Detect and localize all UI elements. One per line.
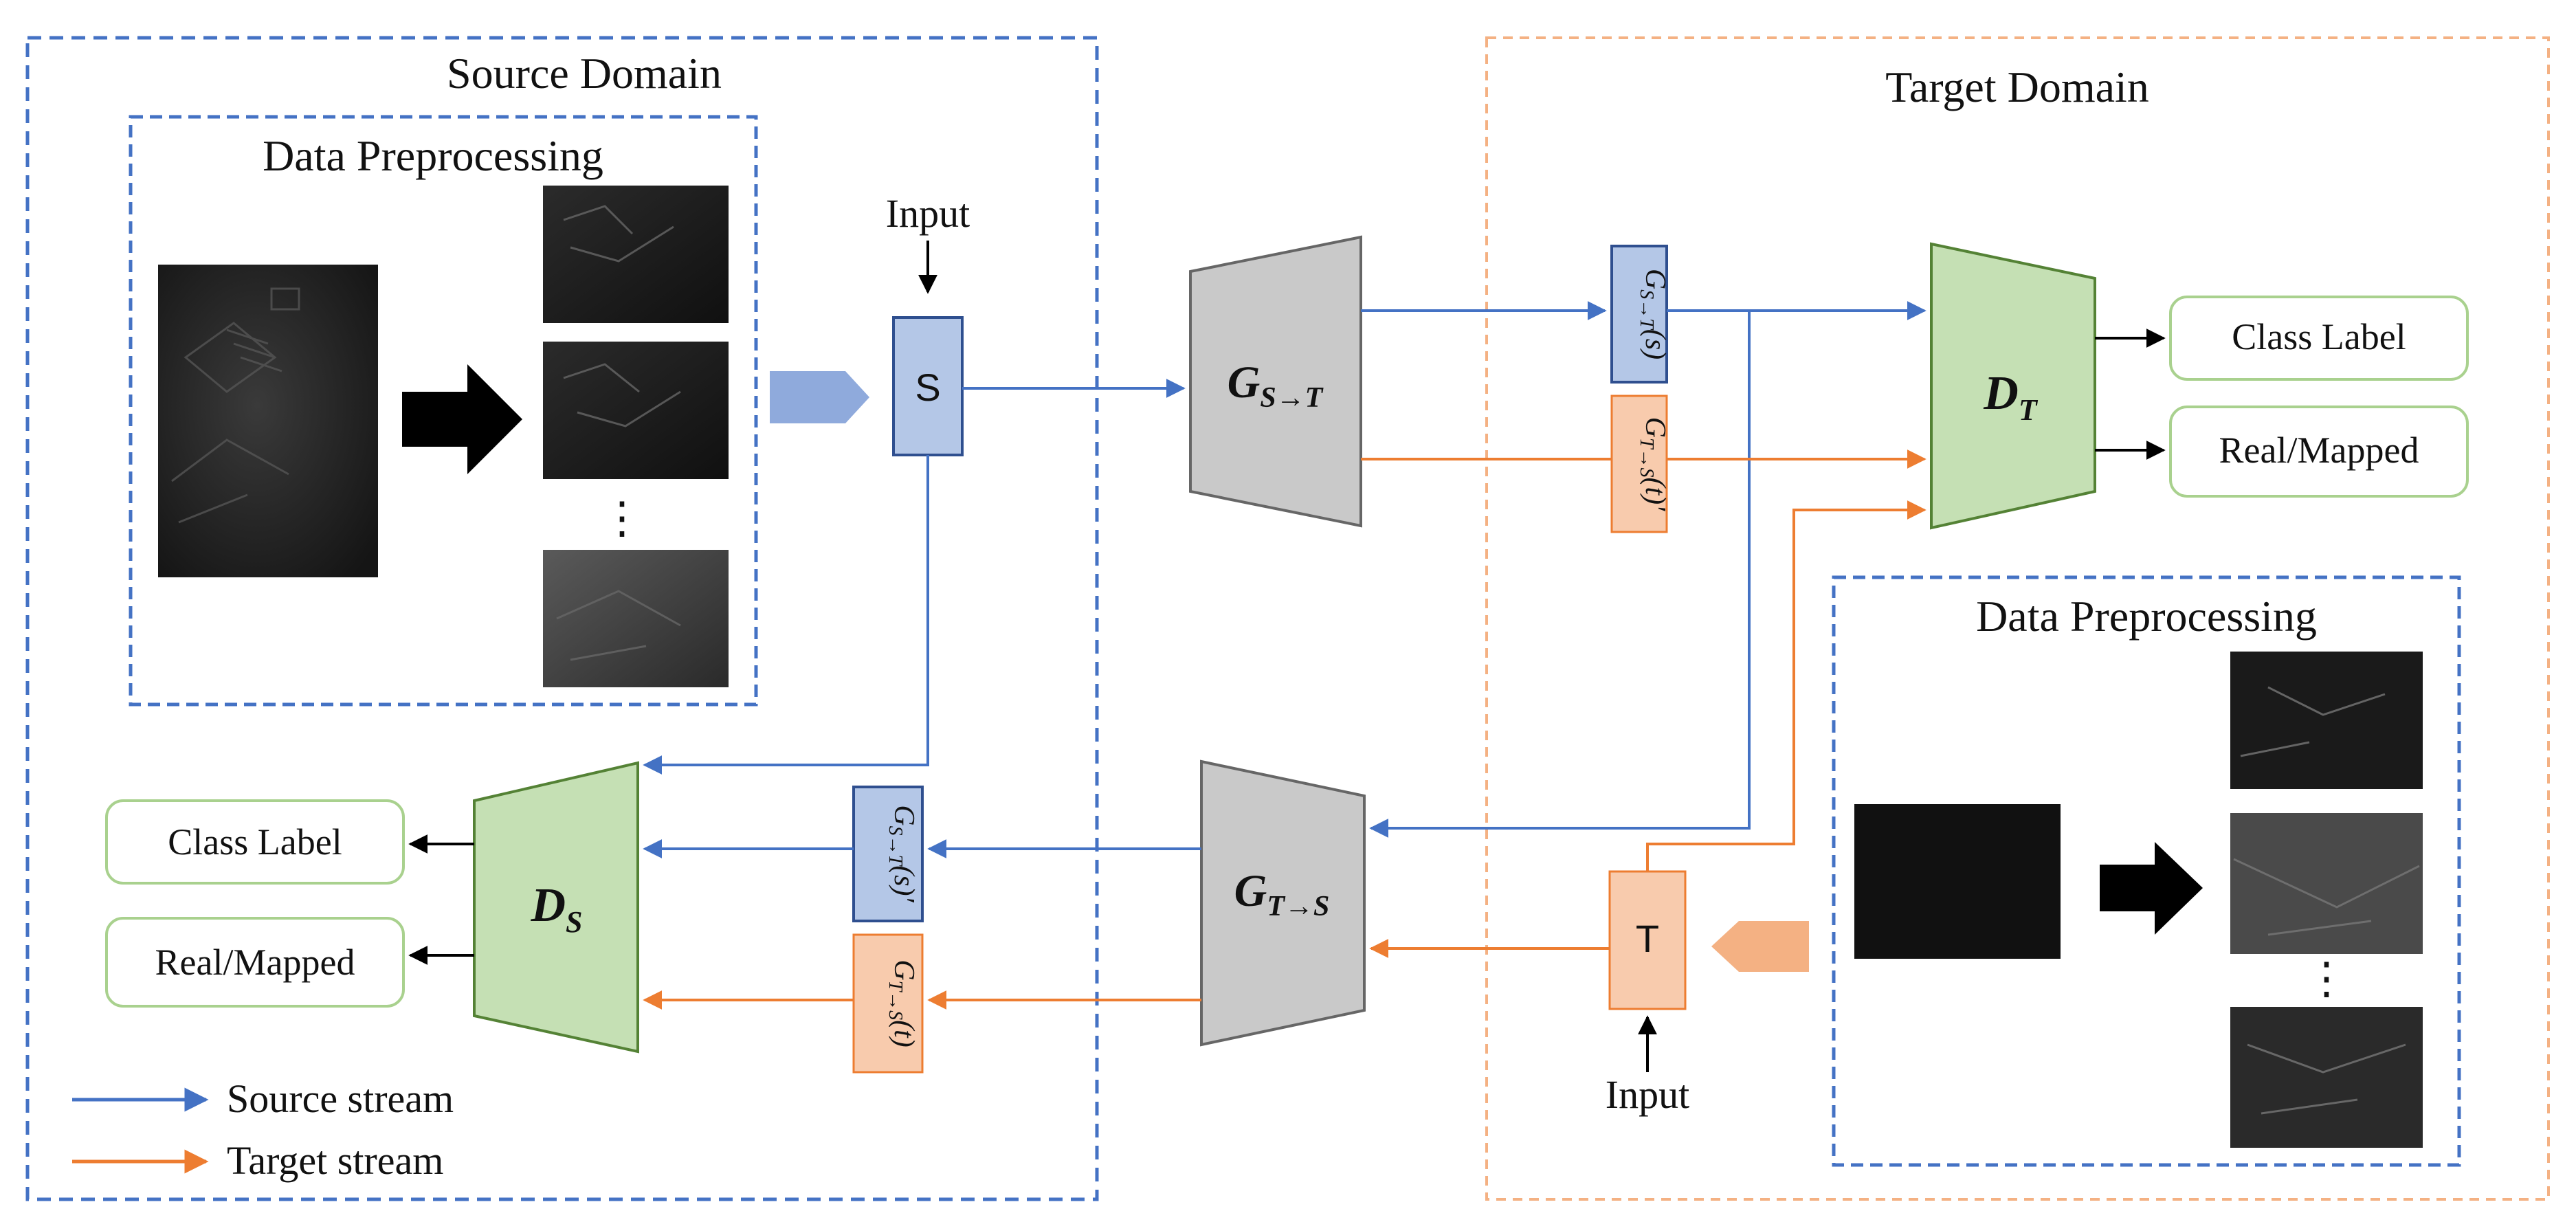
target-domain-box	[1485, 36, 2550, 1201]
target-domain-title: Target Domain	[1885, 63, 2149, 111]
t-input-label: T	[1636, 917, 1659, 960]
target-preprocessing-box	[1832, 575, 2461, 1167]
generator-s-to-t	[1189, 235, 1362, 528]
target-real-mapped-box	[2169, 406, 2469, 498]
discriminator-target-label: DT	[1983, 367, 2039, 427]
generator-t-to-s	[1200, 759, 1366, 1047]
source-input-label: Input	[886, 191, 970, 236]
source-augmented-image-1	[543, 186, 729, 323]
source-to-s-arrow	[770, 371, 869, 423]
source-preprocess-arrow	[402, 364, 522, 474]
source-class-label-text: Class Label	[168, 821, 342, 863]
generator-s-to-t-label: GS→T	[1228, 357, 1324, 414]
target-stream-connections	[643, 449, 1927, 1010]
t-to-dt-arrow	[1646, 500, 1927, 871]
s-to-ds-arrow	[643, 455, 929, 775]
source-domain-title: Source Domain	[447, 49, 722, 98]
source-satellite-image	[158, 265, 378, 577]
target-satellite-image	[1854, 804, 2061, 959]
mapped-gts-t-block	[852, 933, 924, 1074]
source-real-mapped-box	[105, 917, 405, 1008]
generator-t-to-s-label: GT→S	[1234, 866, 1330, 922]
target-class-label-text: Class Label	[2232, 316, 2406, 357]
mapped-gst-s-prime-block	[852, 786, 924, 922]
mapped-gts-t-label: GT→S(t)	[885, 959, 920, 1047]
source-preprocessing-title: Data Preprocessing	[263, 131, 603, 180]
target-class-label-box	[2169, 296, 2469, 381]
target-to-t-arrow	[1711, 921, 1809, 972]
mapped-gts-t-prime-label: GT→S(t)′	[1636, 417, 1671, 512]
target-augmented-image-1	[2230, 652, 2423, 789]
legend-source-text: Source stream	[227, 1076, 454, 1121]
t-input-block	[1608, 870, 1687, 1010]
mapped-gst-s-prime-label: GS→T(s)′	[885, 805, 920, 902]
source-preprocessing-box	[129, 115, 758, 707]
target-augmented-image-2	[2230, 813, 2423, 954]
target-preprocess-arrow	[2100, 842, 2203, 935]
gst-feedback-line	[1369, 311, 1751, 838]
source-class-label-box	[105, 799, 405, 885]
legend-target-text: Target stream	[227, 1138, 443, 1183]
source-domain-box	[25, 36, 1099, 1201]
source-stream-connections	[643, 301, 1927, 858]
source-augmented-image-2	[543, 342, 729, 479]
target-input-label: Input	[1606, 1072, 1689, 1117]
mapped-gst-s-label: GS→T(s)	[1636, 269, 1671, 359]
s-input-label: S	[915, 366, 940, 409]
target-real-mapped-text: Real/Mapped	[2219, 430, 2419, 471]
target-preprocessing-title: Data Preprocessing	[1976, 592, 2317, 641]
source-satellite-texture	[171, 287, 300, 524]
discriminator-source-label: DS	[530, 879, 582, 939]
discriminator-source	[473, 761, 639, 1054]
mapped-gts-t-prime-block	[1610, 395, 1668, 533]
target-augmented-texture	[2233, 686, 2420, 1115]
mapped-gst-s-block	[1610, 245, 1668, 384]
source-augmented-image-3	[543, 550, 729, 687]
target-ellipsis: ⋮	[2305, 954, 2349, 1003]
source-real-mapped-text: Real/Mapped	[155, 942, 355, 983]
discriminator-target	[1930, 242, 2096, 530]
target-augmented-image-3	[2230, 1007, 2423, 1148]
source-ellipsis: ⋮	[600, 493, 644, 542]
source-augmented-texture	[556, 205, 681, 661]
